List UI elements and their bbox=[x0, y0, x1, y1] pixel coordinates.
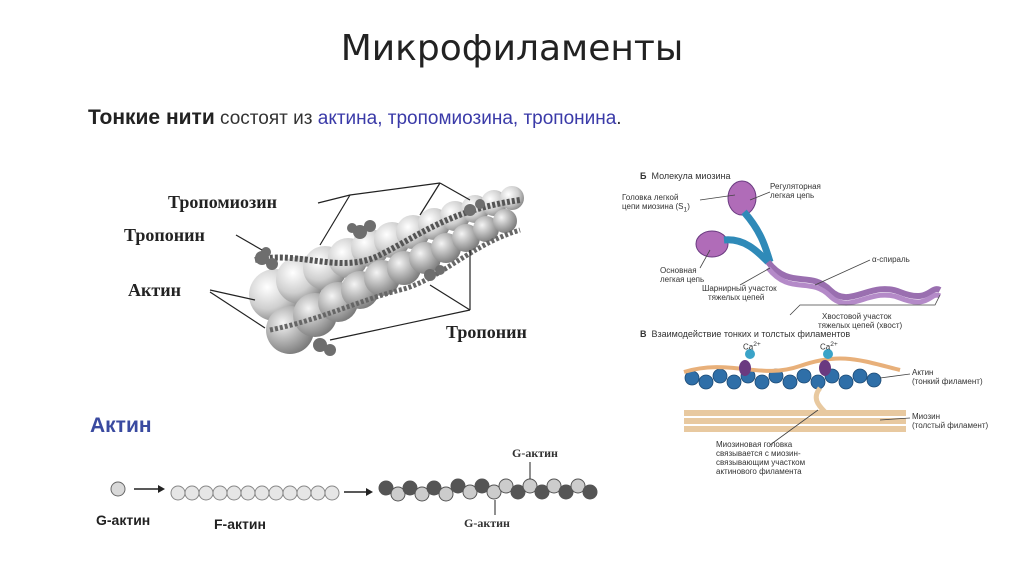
section-b-title: Молекула миозина bbox=[651, 171, 730, 181]
actin-thin-line2: (тонкий филамент) bbox=[912, 377, 983, 386]
label-g-actin-bottom: G-актин bbox=[464, 516, 510, 531]
regulatory-line2: легкая цепь bbox=[770, 191, 821, 200]
myosin-thick-line1: Миозин bbox=[912, 412, 988, 421]
ca-2-sup: 2+ bbox=[830, 341, 838, 348]
head-bind-line3: связывающим участком bbox=[716, 458, 805, 467]
section-b-letter: Б bbox=[640, 171, 646, 181]
hinge-line1: Шарнирный участок bbox=[702, 284, 777, 293]
hinge-line2: тяжелых цепей bbox=[702, 293, 777, 302]
basic-light-line1: Основная bbox=[660, 266, 704, 275]
head-bind-line2: связывается с миозин- bbox=[716, 449, 805, 458]
label-regulatory-chain: Регуляторная легкая цепь bbox=[770, 182, 821, 200]
label-ca-1: Ca2+ bbox=[743, 340, 761, 352]
label-myosin-thick: Миозин (толстый филамент) bbox=[912, 412, 988, 430]
label-actin-thin: Актин (тонкий филамент) bbox=[912, 368, 983, 386]
basic-light-line2: легкая цепь bbox=[660, 275, 704, 284]
label-g-actin: G-актин bbox=[96, 512, 150, 528]
label-light-chain-head: Головка легкой цепи миозина (S1) bbox=[622, 193, 690, 215]
label-alpha-helix: α-спираль bbox=[872, 255, 910, 264]
label-ca-2: Ca2+ bbox=[820, 340, 838, 352]
actin-polymerization bbox=[111, 462, 597, 515]
light-chain-head-line1: Головка легкой bbox=[622, 193, 690, 202]
section-v-header: В Взаимодействие тонких и толстых филаме… bbox=[640, 330, 850, 339]
section-b-header: Б Молекула миозина bbox=[640, 172, 731, 181]
label-f-actin: F-актин bbox=[214, 516, 266, 532]
label-myosin-head-binding: Миозиновая головка связывается с миозин-… bbox=[716, 440, 805, 476]
ca-2-text: Ca bbox=[820, 343, 830, 352]
section-v-letter: В bbox=[640, 329, 647, 339]
filament-interaction bbox=[684, 349, 910, 445]
light-chain-head-end: ) bbox=[687, 202, 690, 211]
light-chain-head-text: цепи миозина (S bbox=[622, 202, 684, 211]
label-tropomyosin: Тропомиозин bbox=[168, 192, 277, 213]
label-basic-light-chain: Основная легкая цепь bbox=[660, 266, 704, 284]
regulatory-line1: Регуляторная bbox=[770, 182, 821, 191]
head-bind-line1: Миозиновая головка bbox=[716, 440, 805, 449]
light-chain-head-line2: цепи миозина (S1) bbox=[622, 202, 690, 215]
label-actin: Актин bbox=[128, 280, 181, 301]
actin-heading: Актин bbox=[90, 414, 152, 438]
label-troponin-bottom: Тропонин bbox=[446, 322, 527, 343]
head-bind-line4: актинового филамента bbox=[716, 467, 805, 476]
label-troponin-top: Тропонин bbox=[124, 225, 205, 246]
label-g-actin-top: G-актин bbox=[512, 446, 558, 461]
actin-thin-line1: Актин bbox=[912, 368, 983, 377]
label-tail: Хвостовой участок тяжелых цепей (хвост) bbox=[818, 312, 902, 330]
ca-1-sup: 2+ bbox=[753, 341, 761, 348]
myosin-thick-line2: (толстый филамент) bbox=[912, 421, 988, 430]
tail-line1: Хвостовой участок bbox=[818, 312, 902, 321]
section-v-title: Взаимодействие тонких и толстых филамент… bbox=[652, 329, 851, 339]
ca-1-text: Ca bbox=[743, 343, 753, 352]
label-hinge: Шарнирный участок тяжелых цепей bbox=[702, 284, 777, 302]
